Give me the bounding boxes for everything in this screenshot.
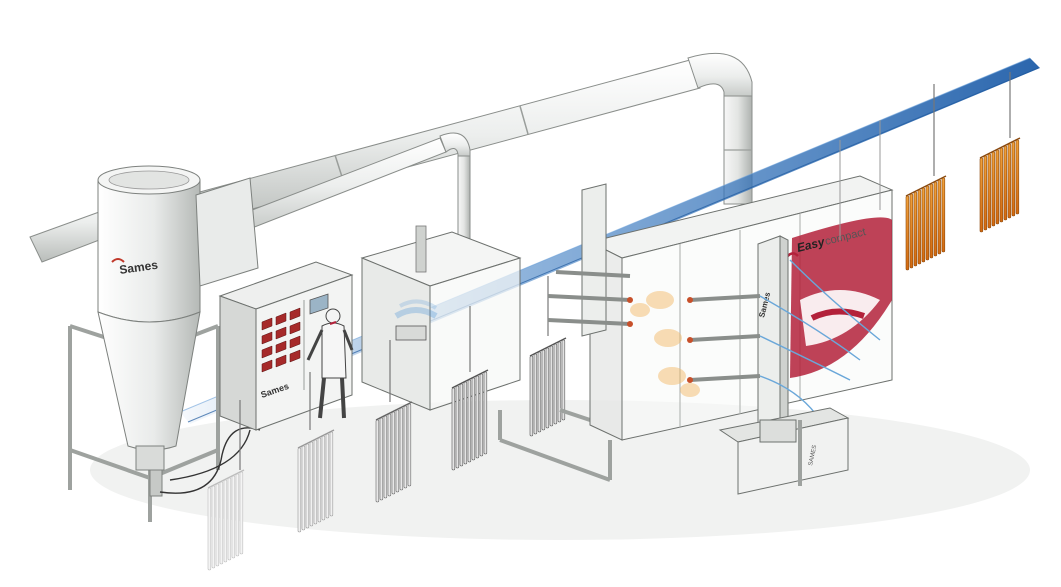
- air-hoses: [759, 259, 881, 421]
- part-racks: [207, 337, 567, 571]
- manual-touchup-booth: [360, 225, 522, 411]
- cured-rack-2: [979, 137, 1021, 233]
- powder-hoses: [159, 427, 261, 494]
- powder-spray-clouds: [630, 291, 700, 397]
- rack-faded-1: [207, 469, 245, 571]
- operator-figure: [306, 308, 354, 419]
- sames-logo-icon: [111, 258, 125, 263]
- rack-3: [375, 401, 413, 503]
- cured-parts: [839, 72, 1011, 240]
- hanging-parts-gray: [239, 276, 549, 470]
- base-plate-label: SAMES: [808, 445, 818, 467]
- gun-mover-front: [757, 235, 781, 433]
- rack-2: [297, 429, 335, 533]
- rack-5: [529, 337, 567, 437]
- cured-rack-1: [905, 175, 947, 271]
- cyclone-separator: Sames: [68, 165, 259, 522]
- automatic-spray-booth: Easy compact Sames: [498, 175, 894, 495]
- cured-part-racks: [905, 137, 1021, 271]
- spray-guns: [547, 270, 761, 382]
- booth-brand-prefix: Easy: [795, 234, 827, 255]
- rack-4: [451, 369, 489, 471]
- gun-control-modules: [261, 307, 301, 373]
- cyclone-brand-label: Sames: [118, 258, 159, 277]
- hmi-screen: [309, 293, 329, 315]
- gun-mover-back: [581, 183, 607, 337]
